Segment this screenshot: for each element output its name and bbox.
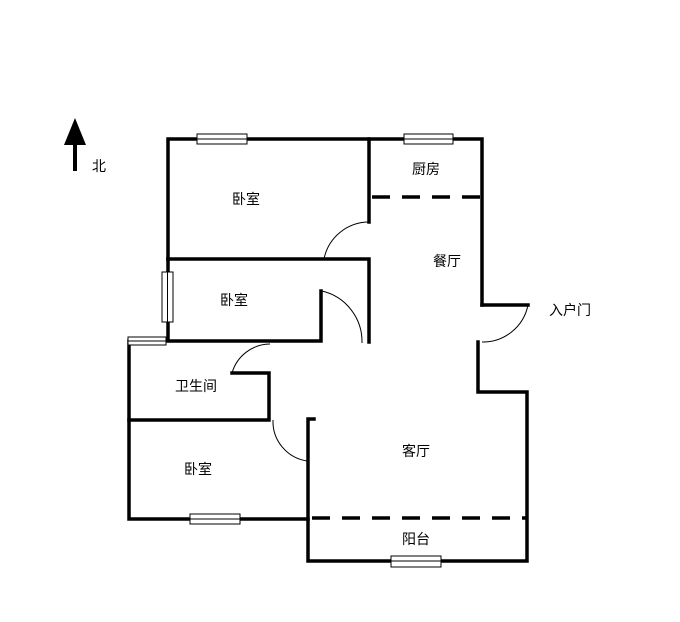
room-label-bathroom: 卫生间 xyxy=(175,379,217,395)
door-bathroom xyxy=(231,343,271,374)
window xyxy=(189,513,241,525)
window xyxy=(161,271,174,323)
north-label: 北 xyxy=(92,159,106,175)
door-entrance xyxy=(481,304,529,343)
door-bedroom-middle xyxy=(321,290,363,344)
north-arrow-icon xyxy=(64,118,86,171)
door-bedroom-north xyxy=(323,221,370,260)
room-label-bedroom-south: 卧室 xyxy=(184,461,212,478)
room-label-kitchen: 厨房 xyxy=(412,162,440,178)
door-bedroom-south xyxy=(272,419,308,462)
window xyxy=(390,555,442,568)
room-label-dining: 餐厅 xyxy=(433,254,461,270)
window xyxy=(403,133,454,145)
room-label-bedroom-middle: 卧室 xyxy=(220,292,248,309)
walls xyxy=(127,137,530,563)
room-label-bedroom-north: 卧室 xyxy=(232,191,260,208)
window xyxy=(127,336,167,346)
room-label-balcony: 阳台 xyxy=(402,532,430,548)
window xyxy=(196,133,248,145)
entrance-label: 入户门 xyxy=(549,302,591,319)
room-label-living: 客厅 xyxy=(402,443,430,460)
